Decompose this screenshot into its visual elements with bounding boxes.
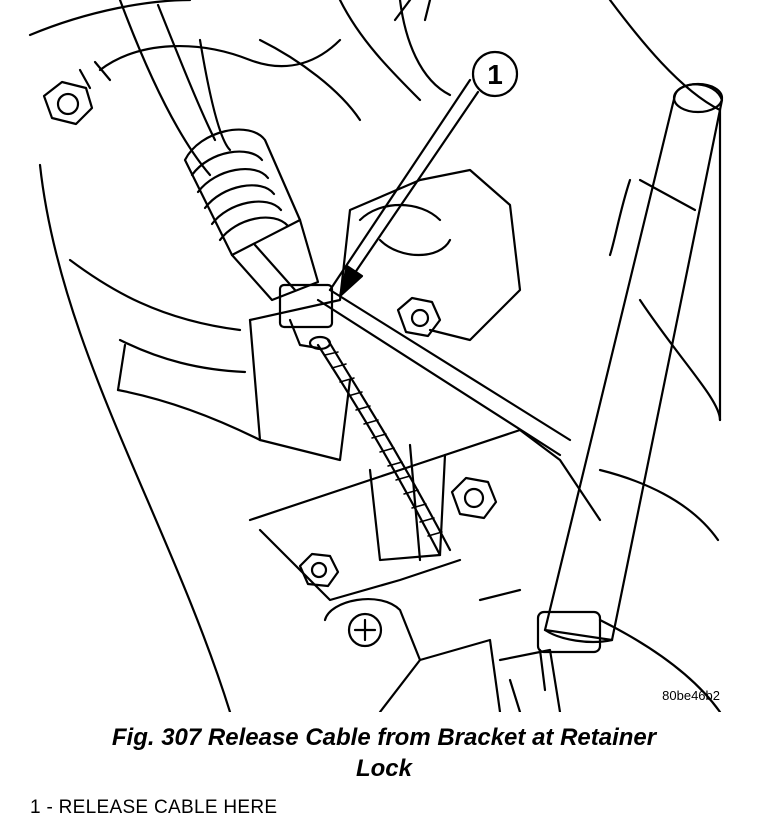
caption-line-1: Fig. 307 Release Cable from Bracket at R… [111, 724, 657, 751]
line-drawing-illustration: 1 [28, 0, 724, 712]
release-cable [308, 335, 452, 557]
caption-line-2: Lock [355, 755, 412, 782]
console-outline [28, 0, 722, 712]
ground-strap [42, 38, 342, 126]
artwork-id: 80be46b2 [662, 688, 720, 703]
shifter-base [248, 428, 602, 712]
cable-bellows [183, 128, 320, 302]
bolt-nuts [298, 296, 498, 588]
callout-1: 1 [328, 50, 519, 298]
figure-caption: Fig. 307 Release Cable from Bracket at R… [30, 722, 738, 784]
shift-lever [536, 82, 724, 654]
retainer-bracket [248, 168, 522, 462]
callout-number: 1 [487, 59, 503, 90]
phillips-screw [347, 612, 383, 648]
legend-item-1: 1 - RELEASE CABLE HERE [30, 797, 278, 818]
